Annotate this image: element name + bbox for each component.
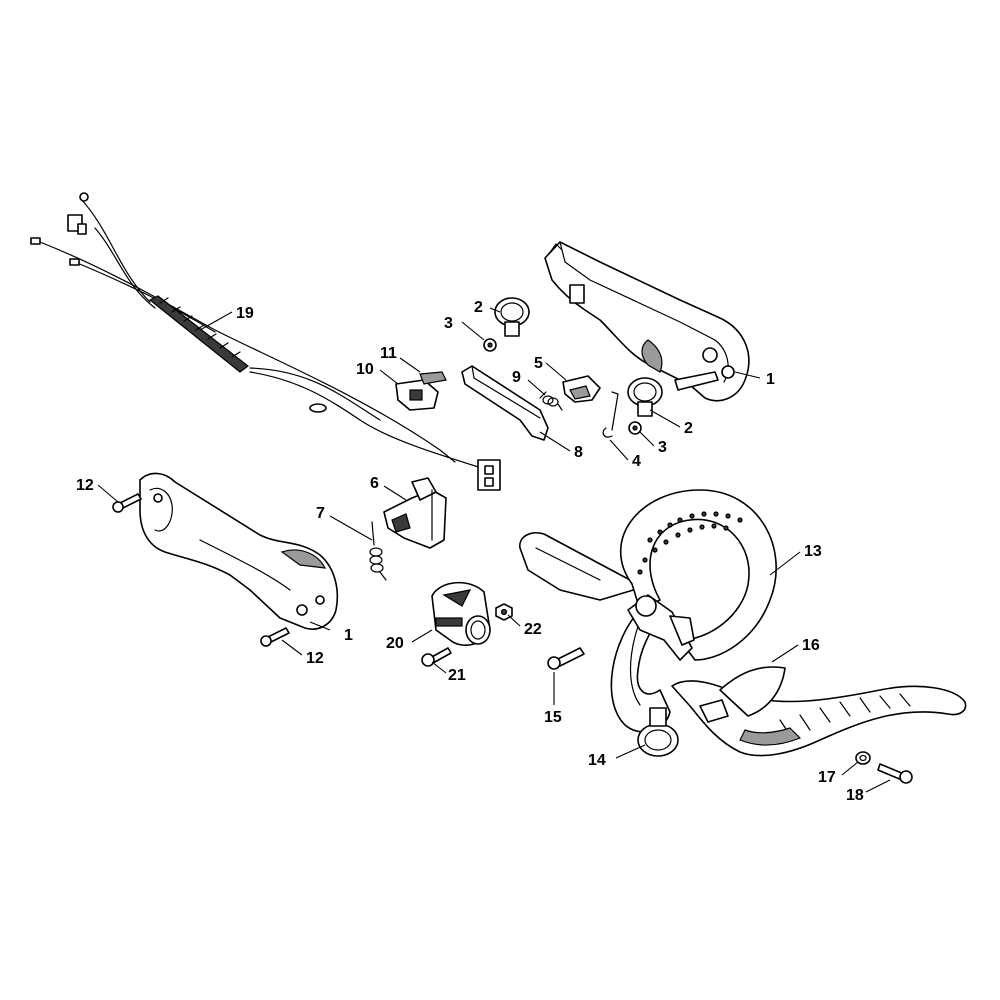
part-2-clamp-upper [494,297,530,337]
protective-sleeve [148,295,249,373]
part-8-throttle-trigger [461,365,549,441]
part-14-loop-handle [519,489,777,733]
part-10-slide-switch [395,379,439,411]
part-21-screw [421,647,452,667]
callout-2-right: 2 [684,420,693,437]
callout-labels: 19 1 1 2 2 3 3 4 5 6 7 8 9 10 11 12 12 1… [76,299,864,804]
callout-18: 17 [818,769,836,786]
callout-4: 4 [632,453,641,470]
part-13-cable-harness [30,192,501,491]
callout-13: 19 [236,305,254,322]
part-5-lock-lever [562,375,601,403]
part-9-torsion-spring [539,391,563,411]
end-connector [477,459,501,491]
part-3-screw-upper [483,338,497,352]
part-15-clamp [637,707,679,757]
part-17-barrier-bar [671,666,967,757]
part-22-nut [495,603,513,621]
part-1-handle-housing-right [544,241,750,402]
callout-9: 9 [512,369,521,386]
callout-2-upper: 2 [474,299,483,316]
callout-17: 16 [802,637,820,654]
callout-15: 14 [588,752,606,769]
part-2-clamp-right [627,377,663,417]
part-3-screw-right [628,421,642,435]
part-11-switch-cover [419,371,447,385]
part-18-washer [855,751,871,765]
callout-21: 21 [448,667,466,684]
part-7-spring [369,521,387,581]
callout-11: 11 [380,345,397,362]
part-19-screw [877,763,913,784]
callout-12-upper: 12 [76,477,94,494]
callout-19: 18 [846,787,864,804]
part-12-screw-upper [112,493,142,513]
callout-3-right: 3 [658,439,667,456]
part-1-handle-housing-left [139,472,339,630]
grip-texture [637,511,743,575]
callout-1-lower: 1 [344,627,353,644]
callout-22: 22 [524,621,542,638]
callout-16: 15 [544,709,562,726]
callout-8: 8 [574,444,583,461]
callout-3-upper: 3 [444,315,453,332]
ring-terminal [79,192,89,202]
part-20-clamp-housing [431,581,491,646]
callout-12-lower: 12 [306,650,324,667]
callout-5: 5 [534,355,543,372]
part-4-pin [602,391,619,438]
callout-7: 7 [316,505,325,522]
part-6-switch-bracket [383,477,447,549]
callout-6: 6 [370,475,379,492]
callout-14: 13 [804,543,822,560]
callout-1-upper: 1 [766,371,775,388]
leader-lines [97,307,891,793]
part-12-screw-lower [260,627,290,647]
callout-10: 10 [356,361,374,378]
callout-20: 20 [386,635,404,652]
part-16-screw [547,647,585,670]
